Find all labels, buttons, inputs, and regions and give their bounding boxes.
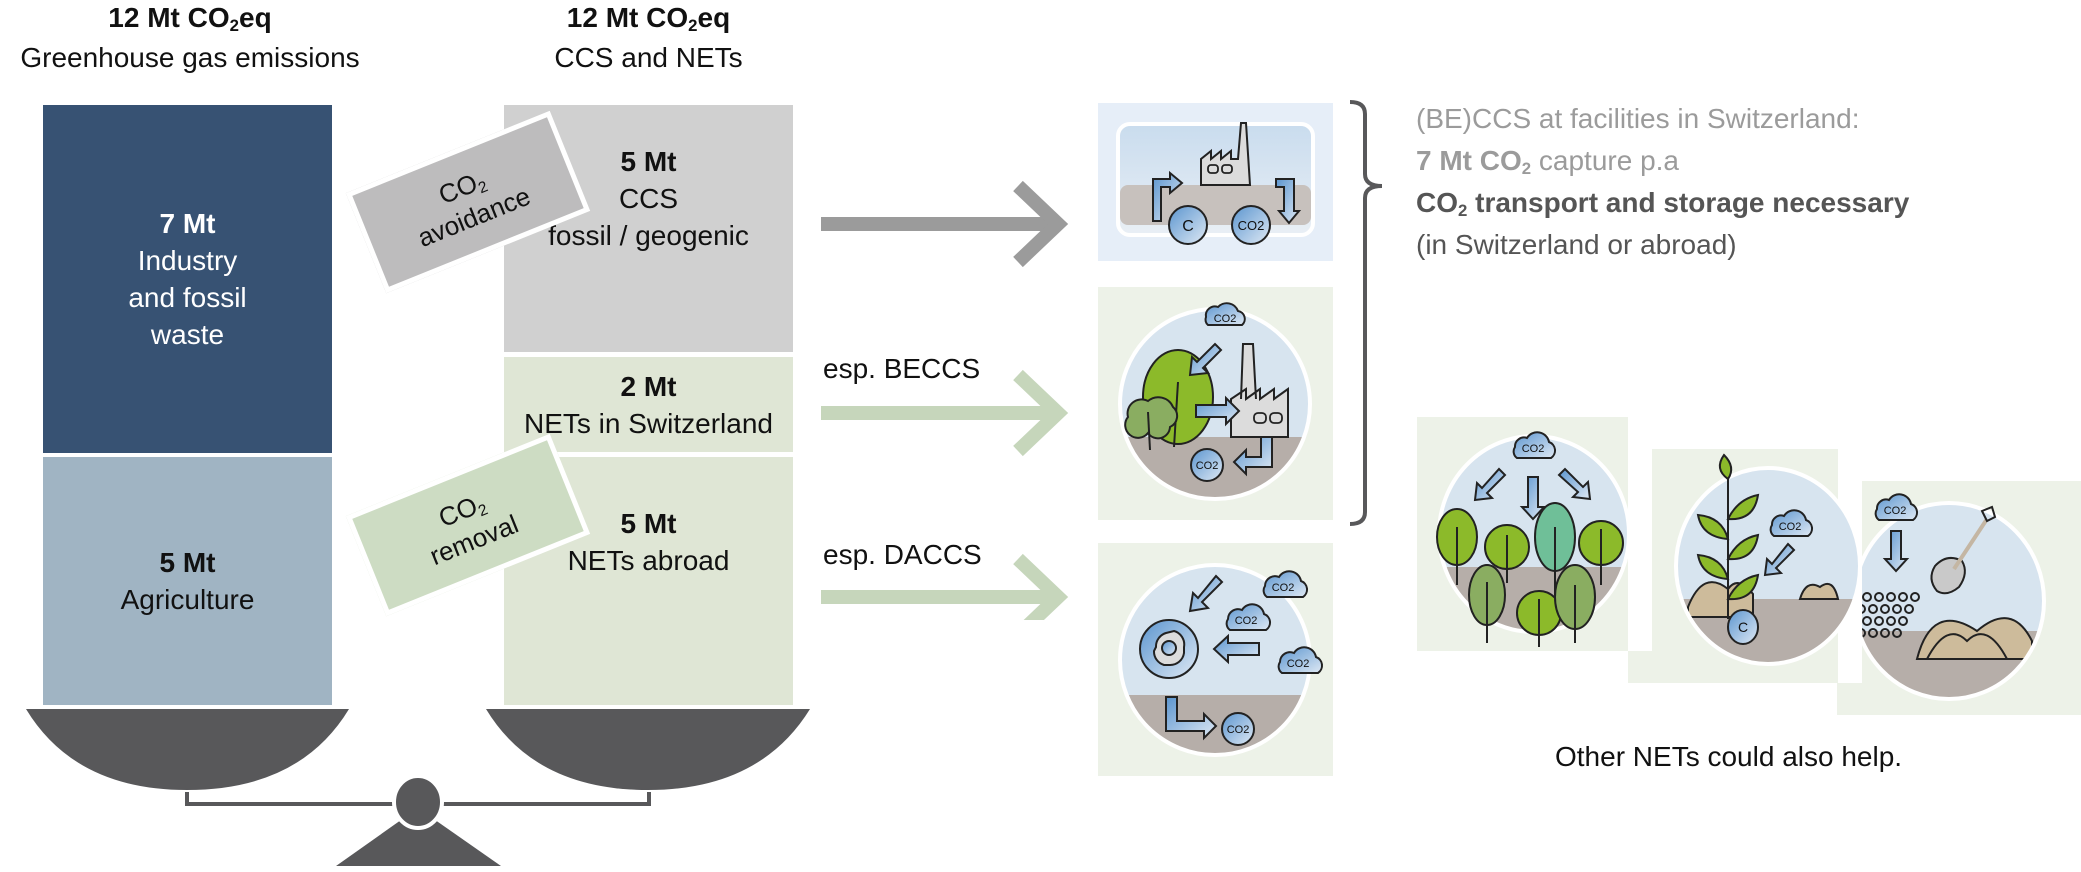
left-scale-pan [26, 709, 349, 790]
right-scale-pan [486, 709, 810, 790]
co2-text: CO2 [1196, 460, 1219, 472]
tree-icon [1124, 396, 1179, 440]
svg-text:CO2: CO2 [1272, 582, 1295, 594]
cloud-icon: CO2 [1225, 603, 1271, 631]
factory-icon [1200, 122, 1252, 186]
co2-circle [1190, 448, 1224, 482]
carbon-circle [1727, 609, 1759, 645]
bar-label-line: waste [150, 319, 225, 350]
header-emissions-value: 12 Mt CO2eq [108, 2, 272, 36]
bar-value: 5 Mt [159, 547, 216, 578]
arrow-down-icon [1882, 530, 1910, 573]
arrow-left-icon [1212, 633, 1260, 665]
header-ccs-nets-value: 12 Mt CO2eq [566, 2, 731, 36]
cloud-icon [1204, 302, 1246, 326]
beccs-icon: CO2 CO2 [1098, 287, 1333, 520]
bar-label-line: Industry [137, 245, 238, 276]
header-emissions-label: Greenhouse gas emissions [20, 42, 360, 73]
bar-label-line: and fossil [128, 282, 247, 313]
svg-text:CO2: CO2 [1235, 615, 1258, 627]
other-nets-caption: Other NETs could also help. [1555, 741, 1903, 772]
arrow-down-left-icon [1232, 436, 1273, 477]
arrow-beccs [821, 369, 1069, 457]
carbon-text: C [1182, 218, 1194, 235]
arrow-daccs [821, 553, 1069, 620]
cloud-icon: CO2 [1262, 570, 1308, 598]
cloud-icon: CO2 [1277, 646, 1323, 674]
svg-text:CO2: CO2 [1884, 505, 1907, 517]
soil-carbon-icon: CO2 C [1628, 449, 1862, 683]
arrow-down-left-icon [1763, 542, 1796, 577]
svg-text:CO2: CO2 [1522, 443, 1545, 455]
note-line-1: (BE)CCS at facilities in Switzerland: [1416, 103, 1860, 134]
svg-text:C: C [1738, 619, 1748, 635]
label-esp-beccs: esp. BECCS [823, 353, 981, 384]
balance-scale-icon [26, 709, 810, 866]
bar-label-line: Agriculture [120, 584, 255, 615]
label-esp-daccs: esp. DACCS [823, 539, 982, 570]
bar-agriculture: 5 Mt Agriculture [43, 457, 332, 705]
arrow-down-left-icon [1473, 467, 1507, 502]
note-line-4: (in Switzerland or abroad) [1416, 229, 1737, 260]
svg-text:CO2: CO2 [1287, 658, 1310, 670]
plant-leaves [1696, 453, 1760, 601]
bar-ccs-fossil-geogenic: 5 Mt CCS fossil / geogenic [504, 105, 793, 352]
co2-text: CO2 [1214, 313, 1237, 325]
scale-pivot [392, 774, 444, 830]
tree-group [1436, 502, 1624, 647]
bar-industry-fossil-waste: 7 Mt Industry and fossil waste [43, 105, 332, 453]
co2-text: CO2 [1238, 218, 1265, 233]
arrow-down-left-icon [1188, 342, 1223, 377]
ccs-facility-icon: C CO2 [1098, 103, 1333, 261]
arrow-ccs [821, 180, 1069, 268]
arrow-down-right-icon [1165, 696, 1218, 741]
arrows-layer [821, 180, 1069, 620]
arrow-down-icon [1519, 476, 1547, 521]
co2-circle [1221, 712, 1255, 746]
cloud-icon [1512, 431, 1556, 459]
cloud-icon [1874, 493, 1918, 521]
co2-circle [1231, 205, 1271, 245]
bar-value: 2 Mt [620, 370, 677, 402]
arrow-down-left-icon [1188, 574, 1224, 613]
cloud-icon [1769, 509, 1813, 537]
curly-bracket-icon [1349, 100, 1383, 526]
bar-label-line: NETs abroad [567, 545, 730, 576]
arrow-up-right-icon [1152, 170, 1184, 222]
arrow-down-icon [1275, 178, 1302, 225]
arrow-right-icon [1195, 395, 1241, 427]
header-emissions: 12 Mt CO2eq Greenhouse gas emissions [0, 0, 380, 78]
bar-value: 7 Mt [159, 208, 216, 239]
carbon-circle [1168, 205, 1208, 245]
svg-text:CO2: CO2 [1779, 521, 1802, 533]
bar-value: 5 Mt [620, 508, 677, 539]
scale-base [336, 808, 501, 866]
daccs-icon: CO2 CO2 CO2 CO2 [1098, 543, 1333, 776]
co2-text: CO2 [1227, 724, 1250, 736]
header-ccs-nets: 12 Mt CO2eq CCS and NETs [504, 0, 793, 78]
becss-note: (BE)CCS at facilities in Switzerland: 7 … [1416, 98, 1909, 266]
header-ccs-nets-label: CCS and NETs [554, 42, 743, 73]
note-line-2: 7 Mt CO2 capture p.a [1416, 145, 1679, 179]
bar-value: 5 Mt [620, 146, 677, 177]
arrow-down-right-icon [1557, 467, 1592, 501]
bar-label-line: NETs in Switzerland [524, 407, 773, 439]
bar-label-line: fossil / geogenic [548, 220, 749, 251]
bar-nets-switzerland: 2 Mt NETs in Switzerland [504, 357, 793, 452]
biochar-weathering-icon: CO2 [1837, 481, 2081, 715]
afforestation-icon: CO2 [1417, 417, 1652, 651]
note-line-3: CO2 transport and storage necessary [1416, 187, 1910, 221]
bar-label-line: CCS [618, 183, 679, 214]
